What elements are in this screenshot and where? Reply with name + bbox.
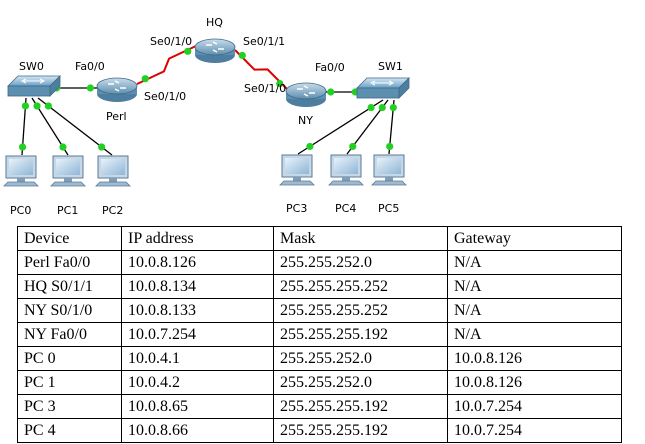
link-status-dot-hq <box>238 51 246 60</box>
cell-gateway: N/A <box>447 298 622 323</box>
link-status-dot-sw0 <box>33 102 41 110</box>
cell-mask: 255.255.252.0 <box>273 346 448 371</box>
cell-mask: 255.255.255.192 <box>273 394 448 419</box>
cell-mask: 255.255.255.252 <box>273 274 448 299</box>
cell-ip: 10.0.7.254 <box>121 322 274 347</box>
link-status-dot-pc5 <box>386 142 394 151</box>
label-pc3: PC3 <box>286 202 307 215</box>
cell-device: PC 3 <box>17 394 122 419</box>
label-hq: HQ <box>206 16 223 29</box>
cell-gateway: 10.0.8.126 <box>447 346 622 371</box>
cell-ip: 10.0.8.66 <box>121 418 274 443</box>
table-row: PC 3 10.0.8.65 255.255.255.192 10.0.7.25… <box>17 394 622 419</box>
cell-gateway: 10.0.8.126 <box>447 370 622 395</box>
label-pc1: PC1 <box>57 204 78 217</box>
link-perl-hq <box>136 45 197 85</box>
link-status-dot-pc2 <box>98 143 106 151</box>
network-topology: HQ Perl NY SW0 SW1 PC0 PC1 PC2 PC3 PC4 P… <box>3 16 410 217</box>
link-status-dot-sw1 <box>367 103 375 112</box>
cell-ip: 10.0.4.2 <box>121 370 274 395</box>
cell-device: PC 0 <box>17 346 122 371</box>
pc-5 <box>371 154 407 186</box>
link-status-dot-ny <box>327 88 335 96</box>
header-device: Device <box>17 226 122 251</box>
cell-ip: 10.0.8.133 <box>121 298 274 323</box>
cell-device: PC 4 <box>17 418 122 443</box>
label-pc4: PC4 <box>335 202 356 215</box>
link-status-dot-perl <box>141 75 149 83</box>
cell-ip: 10.0.8.126 <box>121 250 274 275</box>
router-hq <box>194 38 236 63</box>
cell-device: NY Fa0/0 <box>17 322 122 347</box>
link-status-dot-sw0 <box>44 102 52 110</box>
link-status-dot-pc4 <box>349 142 357 151</box>
cell-device: HQ S0/1/1 <box>17 274 122 299</box>
link-status-dot-pc0 <box>18 143 27 151</box>
cell-device: NY S0/1/0 <box>17 298 122 323</box>
cell-gateway: N/A <box>447 322 622 347</box>
table-row: PC 0 10.0.4.1 255.255.252.0 10.0.8.126 <box>17 346 622 371</box>
link-status-dot-hq <box>184 47 192 55</box>
pc-4 <box>328 154 364 186</box>
cell-device: Perl Fa0/0 <box>17 250 122 275</box>
cell-mask: 255.255.252.0 <box>273 370 448 395</box>
link-status-dot-pc1 <box>59 143 67 151</box>
pc-1 <box>50 155 86 187</box>
header-mask: Mask <box>273 226 448 251</box>
cell-gateway: N/A <box>447 274 622 299</box>
pc-2 <box>95 155 131 187</box>
address-table: Device IP address Mask Gateway Perl Fa0/… <box>17 226 622 443</box>
label-ny: NY <box>298 114 313 127</box>
cell-ip: 10.0.4.1 <box>121 346 274 371</box>
table-row: NY Fa0/0 10.0.7.254 255.255.255.192 N/A <box>17 322 622 347</box>
cell-mask: 255.255.252.0 <box>273 250 448 275</box>
switch-sw1 <box>356 77 410 99</box>
label-pc2: PC2 <box>102 204 123 217</box>
if-label-hq-left: Se0/1/0 <box>150 35 192 48</box>
if-label-perl-wan: Se0/1/0 <box>144 90 186 103</box>
link-status-dot-sw1 <box>389 103 397 112</box>
header-gateway: Gateway <box>447 226 622 251</box>
if-label-ny-lan: Fa0/0 <box>315 61 345 74</box>
table-row: HQ S0/1/1 10.0.8.134 255.255.255.252 N/A <box>17 274 622 299</box>
table-row: NY S0/1/0 10.0.8.133 255.255.255.252 N/A <box>17 298 622 323</box>
link-status-dot-perl <box>86 84 95 92</box>
table-row: PC 4 10.0.8.66 255.255.255.192 10.0.7.25… <box>17 418 622 443</box>
cell-mask: 255.255.255.192 <box>273 418 448 443</box>
cell-ip: 10.0.8.134 <box>121 274 274 299</box>
cell-gateway: 10.0.7.254 <box>447 394 622 419</box>
cell-device: PC 1 <box>17 370 122 395</box>
cell-mask: 255.255.255.252 <box>273 298 448 323</box>
header-ip-address: IP address <box>121 226 274 251</box>
router-ny <box>285 82 327 107</box>
table-row: PC 1 10.0.4.2 255.255.252.0 10.0.8.126 <box>17 370 622 395</box>
link-status-dot-sw1 <box>378 103 386 112</box>
switch-sw0 <box>7 75 61 97</box>
cell-gateway: 10.0.7.254 <box>447 418 622 443</box>
label-sw0: SW0 <box>19 60 44 73</box>
link-status-dot-sw0 <box>21 102 30 110</box>
link-status-dot-ny <box>276 79 284 88</box>
if-label-ny-wan: Se0/1/0 <box>244 82 286 95</box>
cell-gateway: N/A <box>447 250 622 275</box>
pc-3 <box>279 154 315 186</box>
if-label-hq-right: Se0/1/1 <box>243 35 285 48</box>
table-header-row: Device IP address Mask Gateway <box>17 226 622 251</box>
label-pc5: PC5 <box>378 202 399 215</box>
if-label-perl-lan: Fa0/0 <box>75 60 105 73</box>
label-sw1: SW1 <box>378 60 403 73</box>
cell-ip: 10.0.8.65 <box>121 394 274 419</box>
pc-0 <box>3 155 39 187</box>
label-pc0: PC0 <box>10 204 31 217</box>
cell-mask: 255.255.255.192 <box>273 322 448 347</box>
link-status-dot-pc3 <box>306 142 314 151</box>
table-row: Perl Fa0/0 10.0.8.126 255.255.252.0 N/A <box>17 250 622 275</box>
label-perl: Perl <box>106 110 127 123</box>
router-perl <box>96 77 138 102</box>
link-hq-ny <box>234 49 288 90</box>
